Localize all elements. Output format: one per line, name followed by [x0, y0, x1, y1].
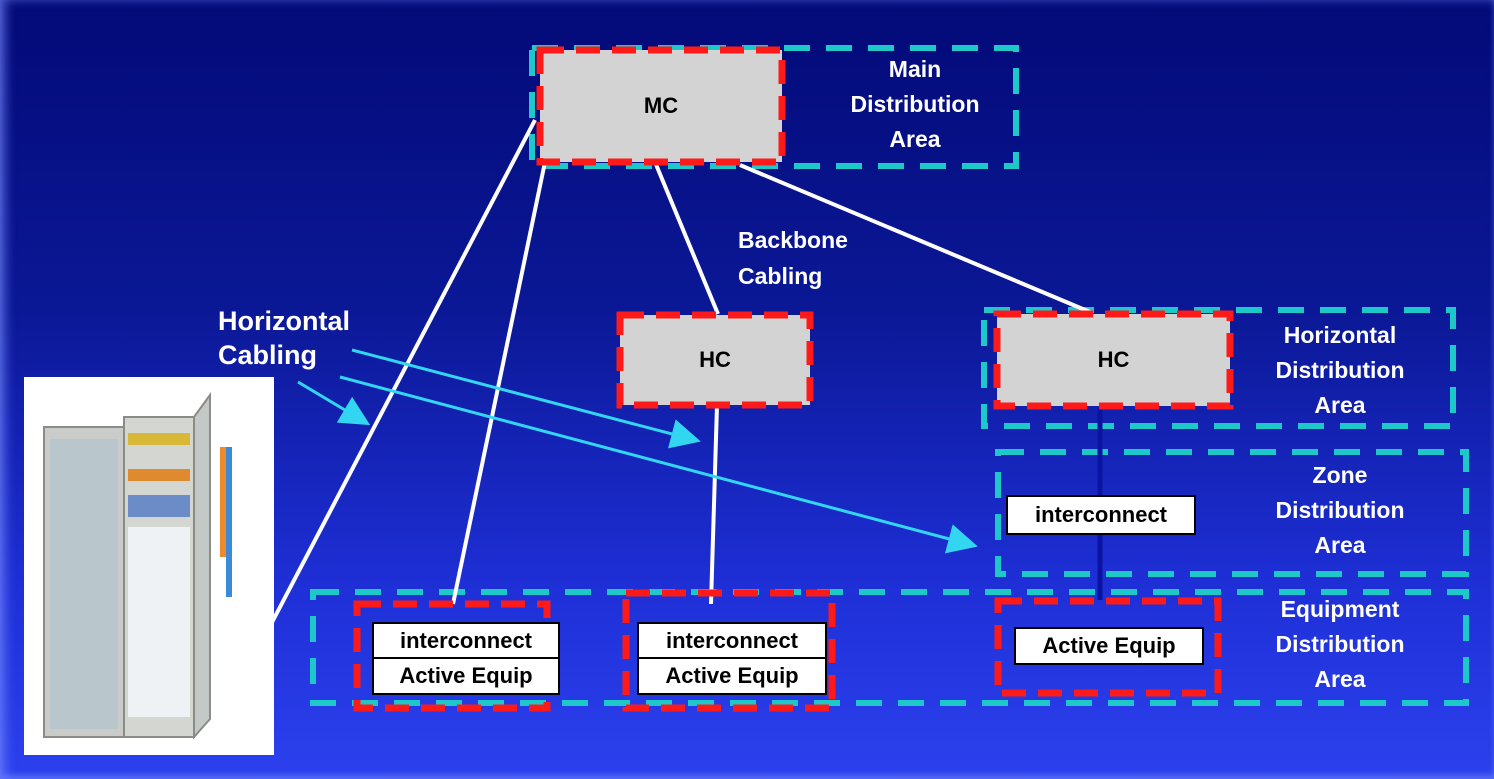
rack-panel-blue — [128, 495, 190, 517]
rack-cabinet-illustration — [43, 391, 232, 740]
hc-right-label: HC — [1097, 347, 1130, 372]
cable-mc-to-rack — [266, 119, 537, 631]
equipment-distribution-area-label: Equipment Distribution Area — [1275, 596, 1405, 692]
rack-panel-yellow — [128, 433, 190, 445]
equip1-node-border — [353, 600, 551, 712]
main-distribution-area-label: Main Distribution Area — [850, 56, 980, 152]
equip1-interconnect-box: interconnect — [372, 622, 560, 659]
cable-mc-to-hc-center — [653, 161, 720, 315]
arrow-horizontal-cabling-2 — [351, 348, 701, 449]
main-distribution-area-border — [529, 45, 1019, 169]
hc-center-node-border — [616, 311, 814, 409]
backbone-cabling-label: Backbone Cabling — [738, 227, 848, 289]
arrow-horizontal-cabling-3 — [339, 375, 978, 554]
horizontal-distribution-area-label: Horizontal Distribution Area — [1275, 322, 1405, 418]
zone-interconnect-box: interconnect — [1006, 495, 1196, 535]
rack-open-door — [193, 391, 211, 740]
horizontal-distribution-area-border — [981, 307, 1456, 429]
hc-center-label: HC — [699, 347, 731, 372]
equip1-active-equip-box: Active Equip — [372, 657, 560, 695]
equip3-node-border — [994, 597, 1222, 697]
arrow-horizontal-cabling-1 — [297, 380, 371, 426]
equip2-interconnect-box: interconnect — [637, 622, 827, 659]
zone-distribution-area-border — [995, 449, 1469, 577]
rack-panel-white — [128, 527, 190, 717]
hc-right-node-border — [993, 310, 1234, 410]
horizontal-cabling-label: Horizontal Cabling — [218, 306, 350, 370]
rack-cable-blue — [226, 447, 232, 597]
rack-panel-orange — [128, 469, 190, 481]
rack-cabinet-image — [24, 377, 274, 755]
equip3-active-equip-box: Active Equip — [1014, 627, 1204, 665]
cable-mc-to-hc-right — [739, 163, 1091, 314]
mc-label: MC — [643, 93, 679, 118]
rack-cable-orange — [220, 447, 226, 557]
cable-hc-center-to-equip2 — [709, 404, 719, 605]
equip2-active-equip-box: Active Equip — [637, 657, 827, 695]
equip2-node-border — [622, 589, 836, 712]
zone-distribution-area-label: Zone Distribution Area — [1275, 462, 1405, 558]
mc-node-border — [536, 46, 786, 166]
cable-mc-to-equip1 — [451, 161, 547, 605]
rack-left-door-glass — [50, 439, 118, 729]
